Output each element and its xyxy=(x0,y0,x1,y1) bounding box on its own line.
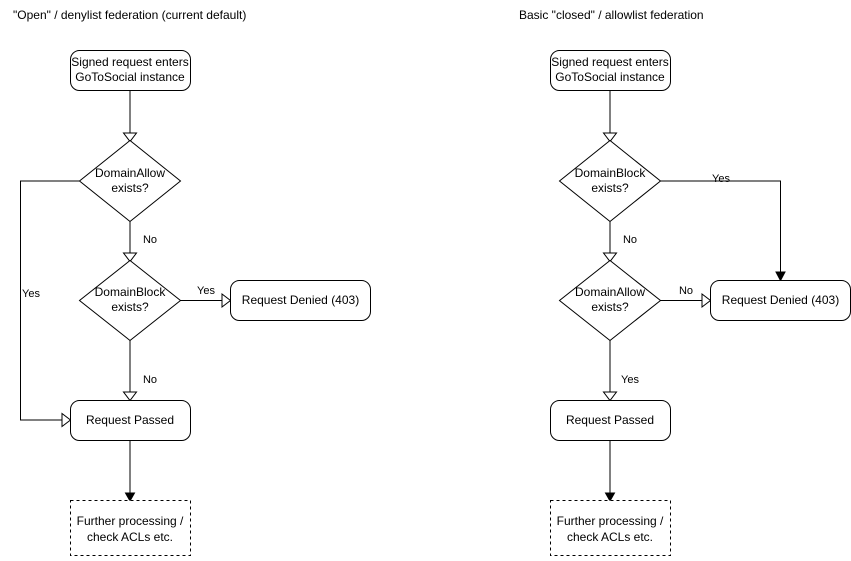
edge-label-domainblock-no-right: No xyxy=(623,234,637,246)
node-further-processing-right[interactable]: Further processing / check ACLs etc. xyxy=(550,500,671,556)
edge-domainallow-yes-right-arrowhead xyxy=(602,391,618,402)
edge-domainallow-no-left-arrowhead xyxy=(122,252,138,263)
node-request-passed-left[interactable]: Request Passed xyxy=(70,400,191,441)
node-request-denied-right-label: Request Denied (403) xyxy=(722,293,839,307)
edge-domainblock-no-right: No xyxy=(602,221,637,263)
edge-label-domainallow-no-right: No xyxy=(679,285,693,297)
node-request-denied-left[interactable]: Request Denied (403) xyxy=(230,280,371,321)
node-entry-right[interactable]: Signed request enters GoToSocial instanc… xyxy=(550,50,671,91)
node-further-processing-right-line1: Further processing / xyxy=(557,514,664,528)
edge-domainblock-yes-right: Yes xyxy=(660,173,786,282)
edge-domainblock-yes-right-arrowhead xyxy=(775,271,786,282)
edge-label-domainallow-yes-right: Yes xyxy=(621,374,639,386)
node-request-passed-right[interactable]: Request Passed xyxy=(550,400,671,441)
node-decision-domainblock-left-line2: exists? xyxy=(111,300,149,314)
edge-label-domainallow-no-left: No xyxy=(143,234,157,246)
node-request-passed-left-label: Request Passed xyxy=(86,413,174,427)
edge-domainallow-no-right-arrowhead xyxy=(701,292,712,309)
edge-passed-to-further-right-arrowhead xyxy=(604,492,616,503)
edge-label-domainblock-yes-right: Yes xyxy=(712,173,730,185)
edge-domainallow-yes-left: Yes xyxy=(20,180,80,428)
edge-label-domainblock-no-left: No xyxy=(143,374,157,386)
edge-domainblock-yes-right-line xyxy=(660,180,781,273)
edge-passed-to-further-left xyxy=(124,440,136,503)
node-decision-domainblock-right-line1: DomainBlock xyxy=(575,166,647,180)
node-decision-domainallow-left-line1: DomainAllow xyxy=(95,166,165,180)
panel-open-denylist: "Open" / denylist federation (current de… xyxy=(13,8,371,556)
node-decision-domainblock-right[interactable]: DomainBlock exists? xyxy=(558,139,662,223)
node-entry-left-line2: GoToSocial instance xyxy=(75,70,185,84)
edge-label-domainblock-yes-left: Yes xyxy=(197,285,215,297)
edge-label-domainallow-yes-left: Yes xyxy=(22,288,40,300)
edge-entry-to-domainallow-left xyxy=(122,90,138,143)
node-request-denied-left-shape[interactable] xyxy=(230,280,371,321)
panel-title-closed-allowlist: Basic "closed" / allowlist federation xyxy=(519,8,704,22)
node-entry-right-line2: GoToSocial instance xyxy=(555,70,665,84)
edge-entry-to-domainallow-left-arrowhead xyxy=(122,132,138,143)
node-request-passed-right-label: Request Passed xyxy=(566,413,654,427)
edge-domainallow-yes-left-line xyxy=(20,180,80,421)
node-decision-domainblock-right-line2: exists? xyxy=(591,181,629,195)
edge-passed-to-further-right xyxy=(604,440,616,503)
node-decision-domainallow-right[interactable]: DomainAllow exists? xyxy=(558,259,662,342)
node-further-processing-left-line2: check ACLs etc. xyxy=(87,530,173,544)
node-entry-right-line1: Signed request enters xyxy=(551,55,668,69)
node-entry-left-line1: Signed request enters xyxy=(71,55,188,69)
node-further-processing-right-shape[interactable] xyxy=(550,500,671,556)
node-request-denied-right[interactable]: Request Denied (403) xyxy=(710,280,851,321)
edge-domainblock-yes-left-arrowhead xyxy=(221,292,232,309)
node-decision-domainallow-left-line2: exists? xyxy=(111,181,149,195)
node-further-processing-right-line2: check ACLs etc. xyxy=(567,530,653,544)
edge-domainallow-yes-right: Yes xyxy=(602,340,639,402)
node-decision-domainallow-right-line1: DomainAllow xyxy=(575,285,645,299)
edge-domainblock-no-left-arrowhead xyxy=(122,391,138,402)
panel-closed-allowlist: Basic "closed" / allowlist federation Si… xyxy=(519,8,851,556)
node-decision-domainblock-left[interactable]: DomainBlock exists? xyxy=(78,259,182,342)
edge-domainallow-no-right: No xyxy=(660,285,712,309)
panel-title-open-denylist: "Open" / denylist federation (current de… xyxy=(13,8,246,22)
node-request-denied-left-label: Request Denied (403) xyxy=(242,293,359,307)
node-further-processing-left[interactable]: Further processing / check ACLs etc. xyxy=(70,500,191,556)
edge-domainallow-no-left: No xyxy=(122,221,157,263)
edge-domainblock-no-left: No xyxy=(122,340,157,402)
edge-passed-to-further-left-arrowhead xyxy=(124,492,136,503)
edge-domainblock-no-right-arrowhead xyxy=(602,252,618,263)
node-decision-domainallow-left[interactable]: DomainAllow exists? xyxy=(78,139,182,223)
edge-domainallow-yes-left-arrowhead xyxy=(61,412,72,428)
edge-entry-to-domainblock-right xyxy=(602,90,618,143)
edge-entry-to-domainblock-right-arrowhead xyxy=(602,132,618,143)
node-further-processing-left-shape[interactable] xyxy=(70,500,191,556)
edge-domainblock-yes-left: Yes xyxy=(180,285,232,309)
node-further-processing-left-line1: Further processing / xyxy=(77,514,184,528)
node-decision-domainblock-left-line1: DomainBlock xyxy=(95,285,167,299)
node-decision-domainallow-right-line2: exists? xyxy=(591,300,629,314)
node-entry-left[interactable]: Signed request enters GoToSocial instanc… xyxy=(70,50,191,91)
